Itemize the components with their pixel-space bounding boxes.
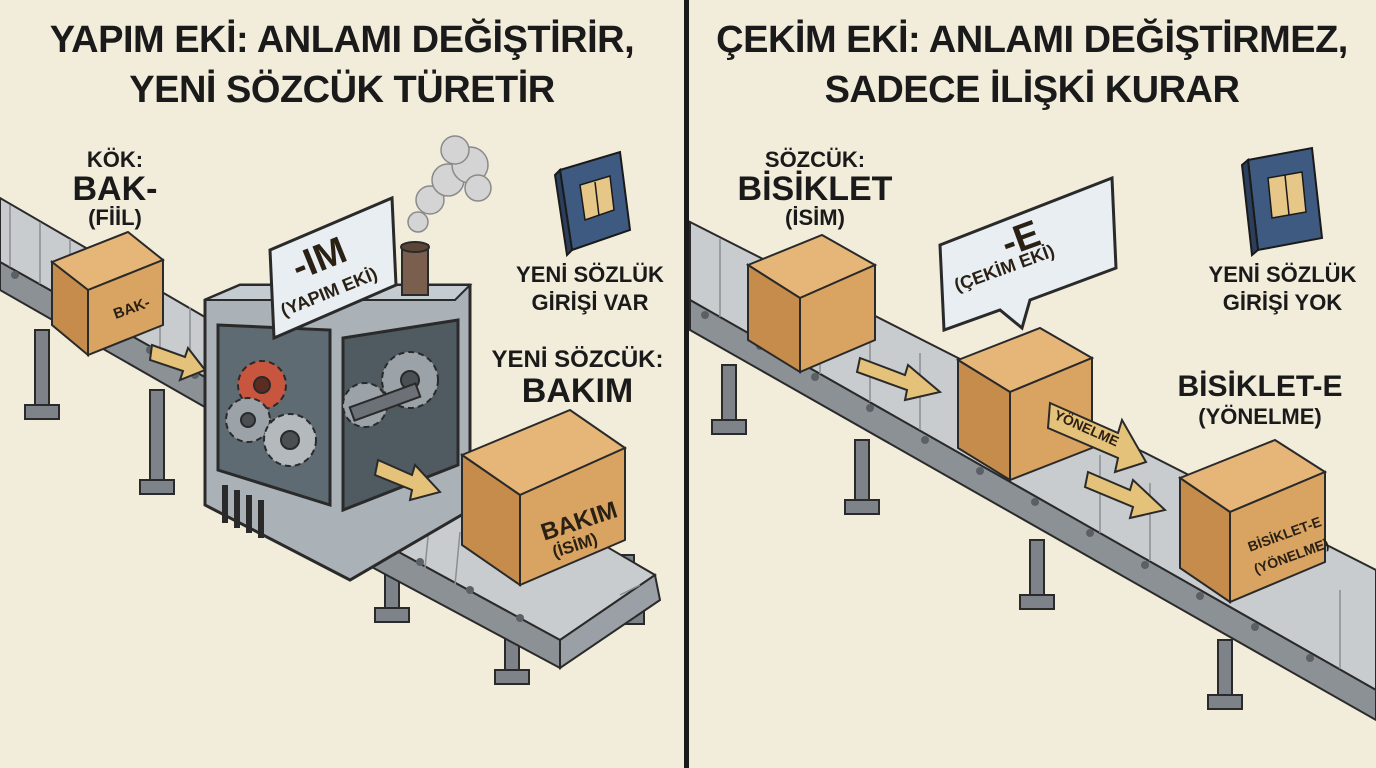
new-word: BAKIM [521,372,634,410]
result-box [1177,438,1328,604]
machine-gears [225,351,439,467]
result-arrow [1083,470,1168,520]
right-title-line1: ÇEKİM EKİ: ANLAMI DEĞİŞTİRMEZ, [716,19,1348,61]
left-title-line1: YAPIM EKİ: ANLAMI DEĞİŞTİRİR, [49,19,635,61]
word-caption: SÖZCÜK: [764,147,866,172]
root-word: BAK- [72,170,158,208]
right-title-line2: SADECE İLİŞKİ KURAR [824,69,1240,111]
dictionary-right-line2: GİRİŞİ YOK [1222,290,1343,315]
dictionary-book-left [553,150,632,258]
result-type: (YÖNELME) [1198,404,1322,429]
dictionary-right-line1: YENİ SÖZLÜK [1208,262,1357,287]
root-type: (FİİL) [88,205,142,230]
new-word-caption: YENİ SÖZCÜK: [491,346,664,373]
dictionary-book-right [1240,146,1324,257]
word-arrow [855,356,943,402]
panel-divider [684,0,689,768]
dictionary-left-line2: GİRİŞİ VAR [531,290,649,315]
left-title-line2: YENİ SÖZCÜK TÜRETİR [129,69,555,111]
word-box [745,233,878,374]
relation-arrow [1046,401,1148,474]
word-type: (İSİM) [785,205,845,230]
dictionary-left-line1: YENİ SÖZLÜK [516,262,664,287]
output-arrow [373,458,442,502]
root-caption: KÖK: [86,147,144,172]
suffix-bubble [938,175,1118,333]
input-arrow [148,343,207,382]
suffix-machine [203,135,492,582]
new-word-box [459,408,628,587]
result-word: BİSİKLET-E [1177,370,1343,403]
root-box [50,230,165,358]
word: BİSİKLET [737,170,893,208]
suffix-sign [268,195,398,341]
